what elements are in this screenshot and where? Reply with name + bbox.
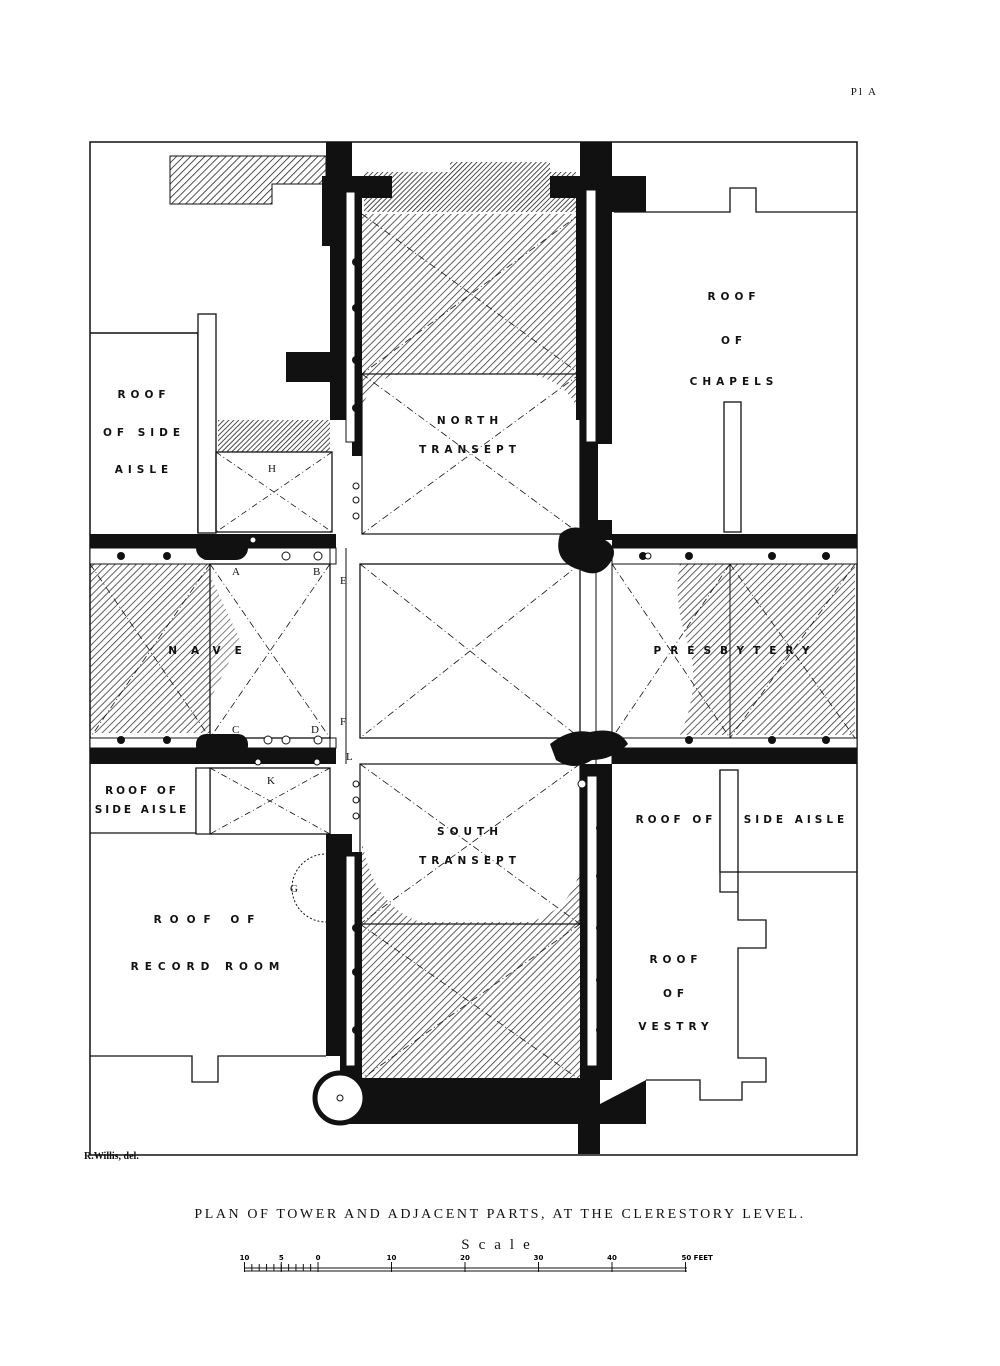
north-transept-west-wall [286, 142, 392, 456]
stair-turret [312, 1070, 368, 1126]
hatched-roof-west-strip [218, 420, 330, 452]
scale-title: Scale [461, 1237, 539, 1253]
label-north-transept-1b: NORTH [437, 415, 503, 427]
crossing-bay [359, 563, 581, 739]
south-base-mass [340, 1078, 646, 1154]
point-a: A [232, 566, 240, 578]
label-presbytery: PRESBYTERY [654, 645, 819, 657]
point-b: B [313, 566, 320, 578]
hatched-roof-northwest [169, 155, 327, 205]
hatched-vault-presbytery [677, 564, 855, 735]
south-transept-west-wall [326, 834, 362, 1080]
label-roof-vestry-3: VESTRY [638, 1021, 713, 1033]
label-roof-of-chapels-1: ROOF [707, 291, 760, 303]
hatched-roof-north [364, 162, 576, 212]
room-labels: ROOF OF SIDE AISLE ROOF OF CHAPELS NORTH… [95, 291, 848, 1033]
scale-tick-label: 5 [279, 1254, 284, 1262]
label-roof-of-chapels-2: OF [721, 335, 747, 347]
compartment-h [215, 451, 333, 533]
north-transept-east-wall [550, 142, 646, 540]
label-roof-record-room-1: ROOF OF [154, 914, 263, 926]
label-north-transept-2: TRANSEPT [419, 444, 521, 456]
label-roof-vestry-1: ROOF [649, 954, 702, 966]
hatched-vault-nave [90, 564, 210, 733]
label-nave: NAVE [168, 645, 256, 657]
point-letters: A B C D E F G H K L [232, 463, 353, 895]
scale-tick-label: 0 [316, 1254, 321, 1262]
plate-caption: PLAN OF TOWER AND ADJACENT PARTS, AT THE… [194, 1207, 806, 1222]
label-south-transept-1: SOUTH [437, 826, 503, 838]
hatched-vault-south-transept [362, 840, 580, 1080]
point-c: C [232, 724, 239, 736]
label-roof-side-aisle-nw-2: OF SIDE [103, 427, 185, 439]
plate-number: Pl A [850, 86, 878, 98]
label-roof-of-chapels-3: CHAPELS [690, 376, 779, 388]
point-h: H [268, 463, 276, 475]
label-roof-side-aisle-se-1: ROOF OF [636, 814, 717, 826]
hatched-vault-north-transept [362, 214, 580, 416]
label-roof-side-aisle-nw-3: AISLE [115, 464, 173, 476]
label-south-transept-2: TRANSEPT [419, 855, 521, 867]
label-roof-side-aisle-nw-1: ROOF [117, 389, 170, 401]
label-roof-record-room-2: RECORD ROOM [131, 961, 286, 973]
point-f: F [340, 716, 346, 728]
point-k: K [267, 775, 275, 787]
label-roof-side-aisle-sw-2: SIDE AISLE [95, 804, 189, 816]
scale-tick-label: 40 [607, 1254, 617, 1262]
point-l: L [346, 751, 353, 763]
label-roof-vestry-2: OF [663, 988, 689, 1000]
crossing-pier-ne [558, 527, 614, 574]
label-roof-side-aisle-se-2: SIDE AISLE [744, 814, 848, 826]
scale-tick-label: 20 [460, 1254, 470, 1262]
point-e: E [340, 575, 347, 587]
scale-tick-label: 10 [240, 1254, 250, 1262]
scale-tick-label: 10 [387, 1254, 397, 1262]
crossing-pier-se [550, 730, 628, 766]
scale-tick-label: 30 [534, 1254, 544, 1262]
point-g: G [290, 883, 298, 895]
point-d: D [311, 724, 319, 736]
scale-bar: 10 5 0 10 20 30 40 50 FEET [240, 1254, 713, 1272]
draftsman-credit: R.Willis, del. [84, 1151, 139, 1162]
label-roof-side-aisle-sw-1: ROOF OF [105, 785, 179, 797]
scale-tick-label: 50 FEET [682, 1254, 714, 1262]
wall-columns [117, 258, 830, 1034]
